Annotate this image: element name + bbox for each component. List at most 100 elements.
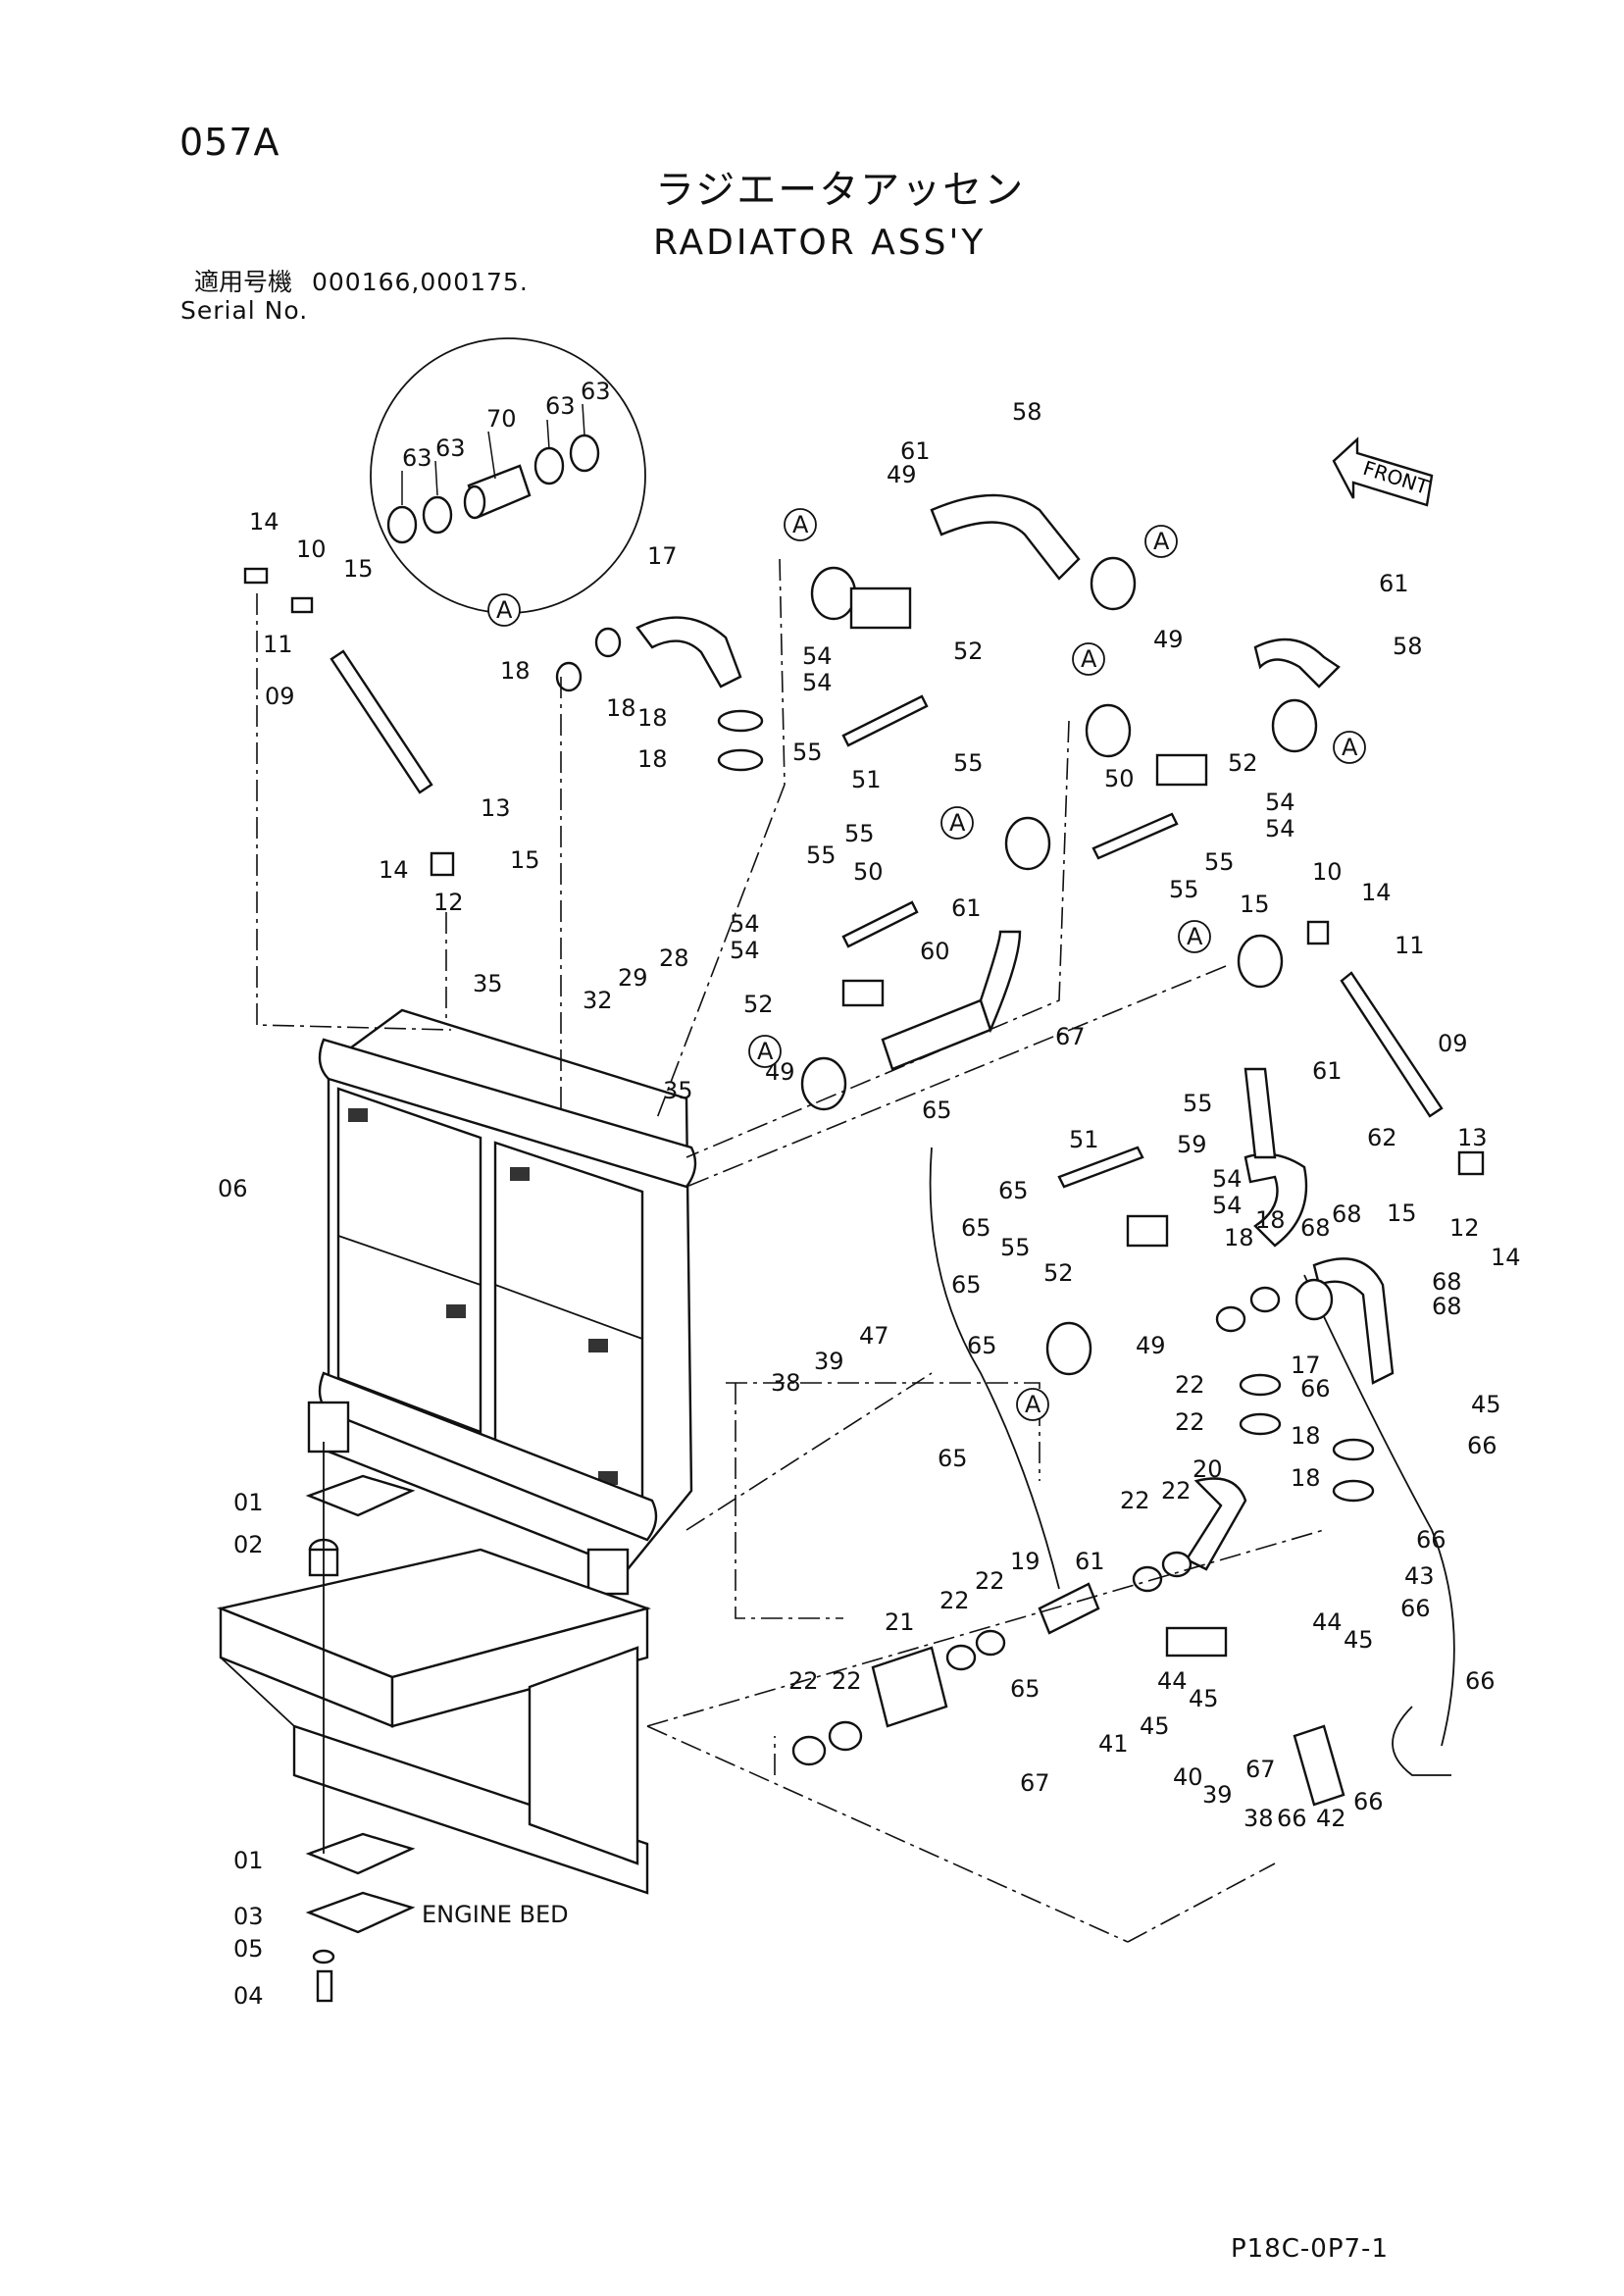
engine-bed-label: ENGINE BED bbox=[422, 1901, 569, 1928]
part-callout-44: 44 bbox=[1312, 1608, 1343, 1636]
callout-label: A bbox=[1187, 923, 1203, 950]
part-callout-14: 14 bbox=[1361, 879, 1392, 906]
part-callout-67: 67 bbox=[1020, 1769, 1050, 1797]
part-callout-12: 12 bbox=[433, 889, 464, 916]
part-callout-14: 14 bbox=[249, 508, 279, 536]
callout-a-marker: A bbox=[487, 593, 521, 627]
title-japanese: ラジエータアッセン bbox=[655, 168, 1026, 213]
callout-label: A bbox=[949, 809, 966, 837]
part-callout-66: 66 bbox=[1416, 1526, 1446, 1554]
part-callout-55: 55 bbox=[806, 842, 837, 869]
part-callout-63: 63 bbox=[545, 392, 576, 420]
part-callout-45: 45 bbox=[1344, 1626, 1374, 1654]
part-callout-65: 65 bbox=[938, 1445, 968, 1472]
callout-a-marker: A bbox=[1178, 920, 1211, 953]
part-callout-49: 49 bbox=[887, 461, 917, 488]
part-callout-61: 61 bbox=[951, 894, 982, 922]
part-callout-09: 09 bbox=[1438, 1030, 1468, 1057]
callout-a-marker: A bbox=[1016, 1388, 1049, 1421]
part-callout-10: 10 bbox=[1312, 858, 1343, 886]
part-callout-15: 15 bbox=[510, 846, 540, 874]
part-callout-18: 18 bbox=[1291, 1422, 1321, 1450]
part-callout-45: 45 bbox=[1189, 1685, 1219, 1712]
part-callout-68: 68 bbox=[1432, 1268, 1462, 1296]
part-callout-55: 55 bbox=[1204, 848, 1235, 876]
part-callout-63: 63 bbox=[435, 434, 466, 462]
serial-label-japanese: 適用号機 bbox=[194, 268, 293, 296]
part-callout-55: 55 bbox=[1169, 876, 1199, 903]
callout-a-marker: A bbox=[1333, 731, 1366, 764]
part-callout-58: 58 bbox=[1393, 633, 1423, 660]
callout-a-marker: A bbox=[940, 806, 974, 840]
part-callout-65: 65 bbox=[1010, 1675, 1040, 1703]
part-callout-54: 54 bbox=[730, 937, 760, 964]
callout-label: A bbox=[1153, 528, 1170, 555]
part-callout-01: 01 bbox=[233, 1489, 264, 1516]
part-callout-67: 67 bbox=[1245, 1756, 1276, 1783]
part-callout-68: 68 bbox=[1432, 1293, 1462, 1320]
serial-values: 000166,000175. bbox=[312, 268, 529, 296]
part-callout-51: 51 bbox=[1069, 1126, 1099, 1153]
part-callout-39: 39 bbox=[814, 1348, 844, 1375]
part-callout-42: 42 bbox=[1316, 1805, 1346, 1832]
callout-label: A bbox=[792, 511, 809, 538]
part-callout-18: 18 bbox=[606, 694, 636, 722]
part-callout-52: 52 bbox=[1043, 1259, 1074, 1287]
part-callout-66: 66 bbox=[1300, 1375, 1331, 1403]
part-callout-22: 22 bbox=[975, 1567, 1005, 1595]
part-callout-13: 13 bbox=[481, 794, 511, 822]
engine-bed-frame bbox=[216, 1548, 652, 1895]
stay-rods bbox=[243, 567, 1485, 1176]
part-callout-50: 50 bbox=[1104, 765, 1135, 792]
part-callout-61: 61 bbox=[1379, 570, 1409, 597]
part-callout-14: 14 bbox=[1491, 1244, 1521, 1271]
part-callout-60: 60 bbox=[920, 938, 950, 965]
part-callout-47: 47 bbox=[859, 1322, 889, 1350]
part-callout-22: 22 bbox=[788, 1667, 819, 1695]
part-callout-44: 44 bbox=[1157, 1667, 1188, 1695]
part-callout-54: 54 bbox=[802, 642, 833, 670]
callout-label: A bbox=[757, 1038, 774, 1065]
part-callout-54: 54 bbox=[1265, 789, 1295, 816]
part-callout-22: 22 bbox=[1161, 1477, 1192, 1505]
part-callout-45: 45 bbox=[1471, 1391, 1501, 1418]
part-callout-55: 55 bbox=[1000, 1234, 1031, 1261]
part-callout-65: 65 bbox=[951, 1271, 982, 1299]
part-callout-35: 35 bbox=[473, 970, 503, 997]
part-callout-18: 18 bbox=[637, 745, 668, 773]
part-callout-49: 49 bbox=[1136, 1332, 1166, 1359]
hoses-and-pipes bbox=[635, 493, 1455, 1776]
callout-label: A bbox=[1342, 734, 1358, 761]
part-callout-22: 22 bbox=[939, 1587, 970, 1614]
part-callout-54: 54 bbox=[802, 669, 833, 696]
page-code: 057A bbox=[179, 121, 280, 164]
part-callout-12: 12 bbox=[1449, 1214, 1480, 1242]
part-callout-55: 55 bbox=[953, 749, 984, 777]
part-callout-11: 11 bbox=[263, 631, 293, 658]
part-callout-43: 43 bbox=[1404, 1562, 1435, 1590]
part-callout-01: 01 bbox=[233, 1847, 264, 1874]
part-callout-28: 28 bbox=[659, 944, 689, 972]
part-callout-66: 66 bbox=[1277, 1805, 1307, 1832]
part-callout-10: 10 bbox=[296, 536, 327, 563]
part-callout-54: 54 bbox=[1265, 815, 1295, 842]
part-callout-52: 52 bbox=[743, 991, 774, 1018]
part-callout-04: 04 bbox=[233, 1982, 264, 2010]
part-callout-65: 65 bbox=[998, 1177, 1029, 1204]
part-callout-39: 39 bbox=[1202, 1781, 1233, 1809]
part-callout-54: 54 bbox=[1212, 1192, 1243, 1219]
part-callout-09: 09 bbox=[265, 683, 295, 710]
part-callout-55: 55 bbox=[1183, 1090, 1213, 1117]
part-callout-68: 68 bbox=[1332, 1200, 1362, 1228]
title-english: RADIATOR ASS'Y bbox=[653, 223, 987, 263]
part-callout-18: 18 bbox=[500, 657, 531, 685]
part-callout-02: 02 bbox=[233, 1531, 264, 1558]
callout-label: A bbox=[1025, 1391, 1041, 1418]
serial-label-english: Serial No. bbox=[180, 296, 309, 325]
part-callout-35: 35 bbox=[663, 1077, 693, 1104]
part-callout-18: 18 bbox=[1255, 1206, 1286, 1234]
part-callout-17: 17 bbox=[647, 542, 678, 570]
part-callout-70: 70 bbox=[486, 405, 517, 433]
part-callout-59: 59 bbox=[1177, 1131, 1207, 1158]
